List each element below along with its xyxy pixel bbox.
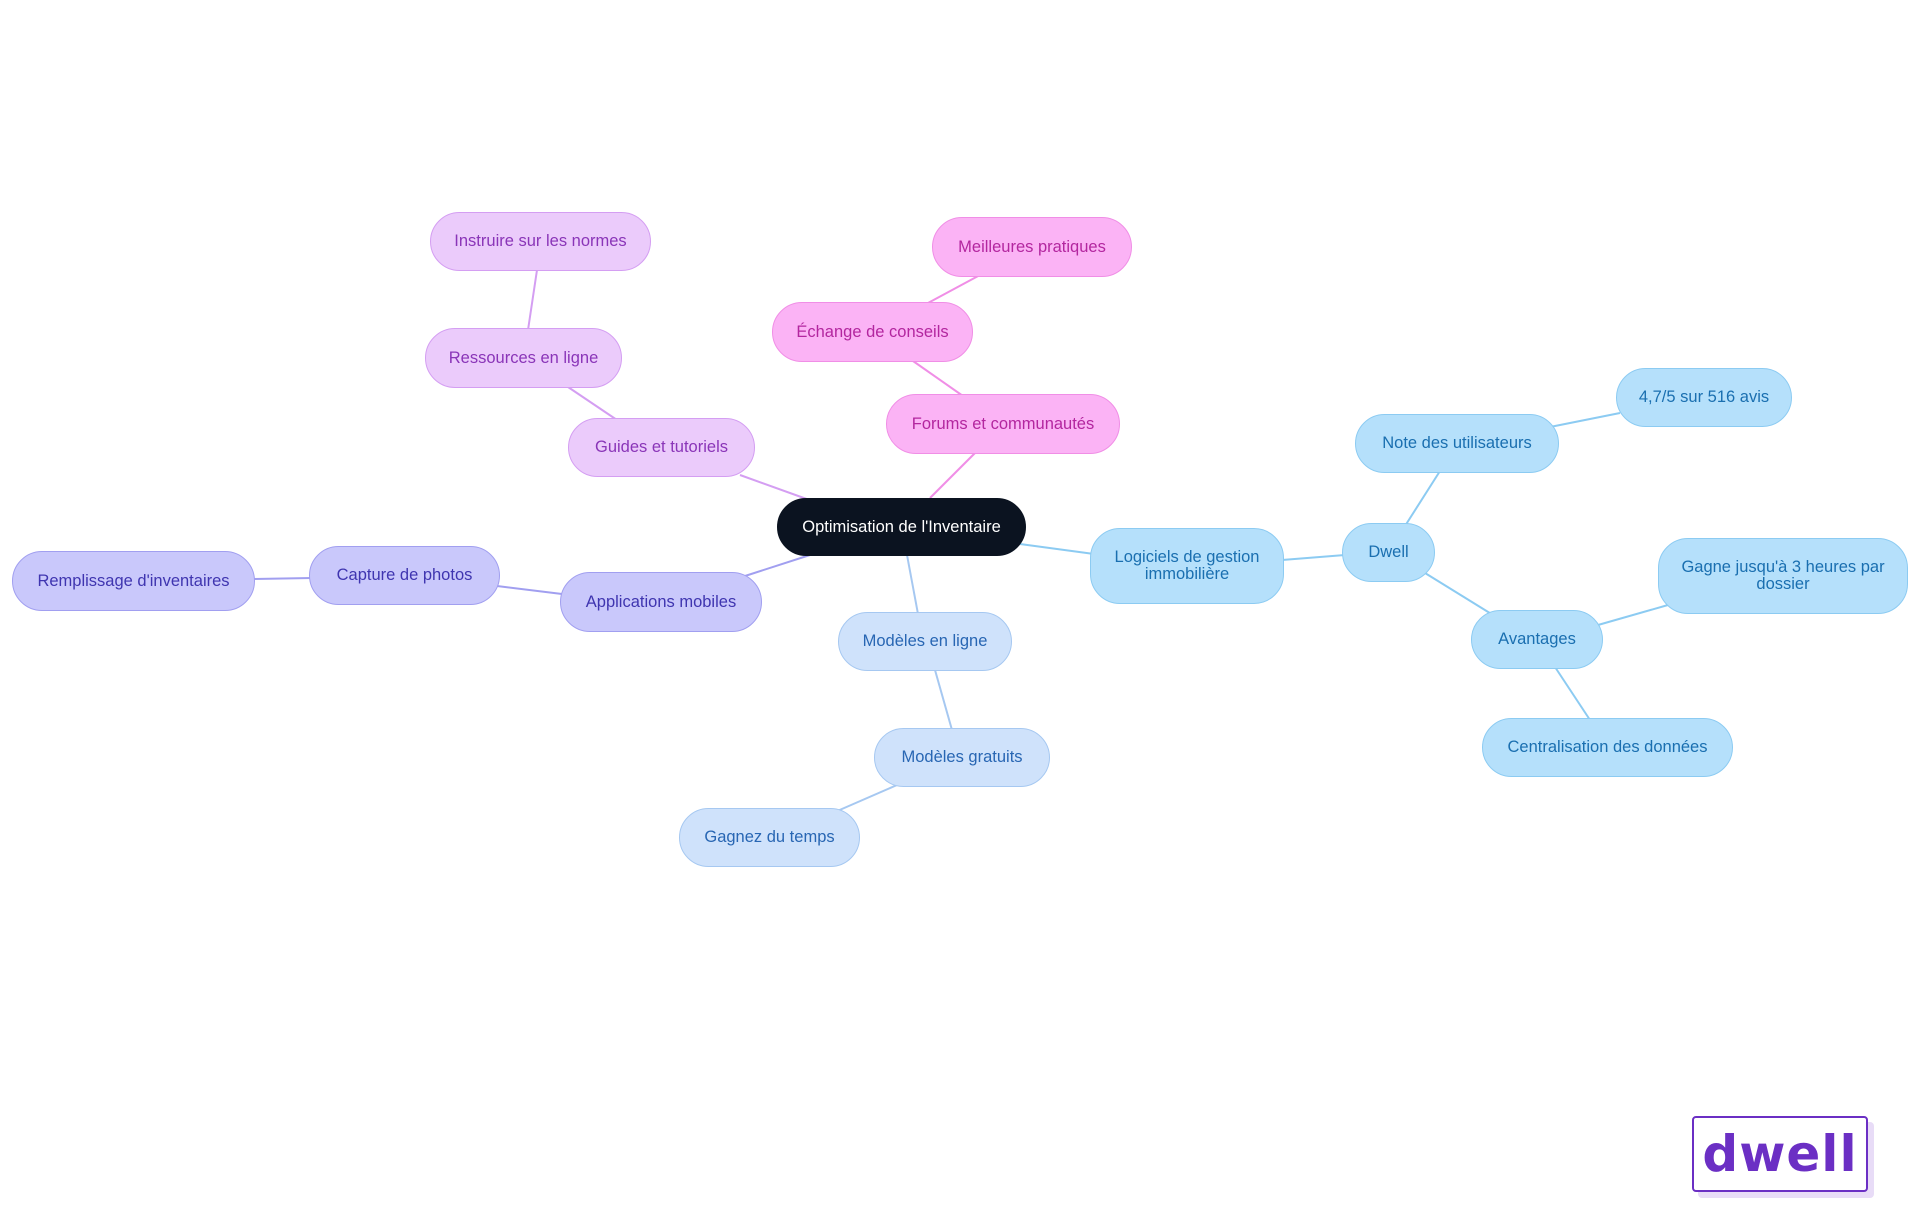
edge-applications-capture [496,585,563,595]
edge-logiciels-dwell [1281,554,1346,561]
node-instruire[interactable]: Instruire sur les normes [430,212,651,271]
edge-root-forums [929,452,976,499]
node-gagnez-temps[interactable]: Gagnez du temps [679,808,860,867]
node-gagne-heures[interactable]: Gagne jusqu'à 3 heures par dossier [1658,538,1908,614]
edge-dwell-avantages [1424,572,1494,616]
edge-avantages-gagne [1597,604,1669,626]
edge-guides-ressources [567,386,618,421]
dwell-logo: dwell [1692,1116,1868,1192]
edge-echange-meilleures [927,274,981,304]
edge-gratuits-gagnez [834,784,898,813]
node-modeles-gratuits[interactable]: Modèles gratuits [874,728,1050,787]
node-capture[interactable]: Capture de photos [309,546,500,605]
edge-modeles-gratuits [934,669,953,731]
root-node[interactable]: Optimisation de l'Inventaire [777,498,1026,556]
node-note-utilisateurs[interactable]: Note des utilisateurs [1355,414,1559,473]
node-avis[interactable]: 4,7/5 sur 516 avis [1616,368,1792,427]
node-logiciels[interactable]: Logiciels de gestion immobilière [1090,528,1284,604]
edge-root-logiciels [1019,543,1095,555]
node-echange[interactable]: Échange de conseils [772,302,973,362]
node-guides[interactable]: Guides et tutoriels [568,418,755,477]
node-centralisation[interactable]: Centralisation des données [1482,718,1733,777]
node-forums[interactable]: Forums et communautés [886,394,1120,454]
edge-dwell-note [1404,470,1441,527]
node-avantages[interactable]: Avantages [1471,610,1603,669]
edge-root-applications [744,554,811,577]
edge-root-modeles [906,554,919,615]
edge-avantages-centralisation [1554,666,1591,721]
edge-note-avis [1549,412,1621,428]
edge-root-guides [739,474,816,503]
edge-capture-remplissage [252,577,313,580]
node-modeles-ligne[interactable]: Modèles en ligne [838,612,1012,671]
node-applications[interactable]: Applications mobiles [560,572,762,632]
node-ressources[interactable]: Ressources en ligne [425,328,622,388]
node-dwell[interactable]: Dwell [1342,523,1435,582]
node-remplissage[interactable]: Remplissage d'inventaires [12,551,255,611]
node-meilleures-pratiques[interactable]: Meilleures pratiques [932,217,1132,277]
edge-ressources-instruire [527,269,538,331]
edge-forums-echange [912,360,964,397]
